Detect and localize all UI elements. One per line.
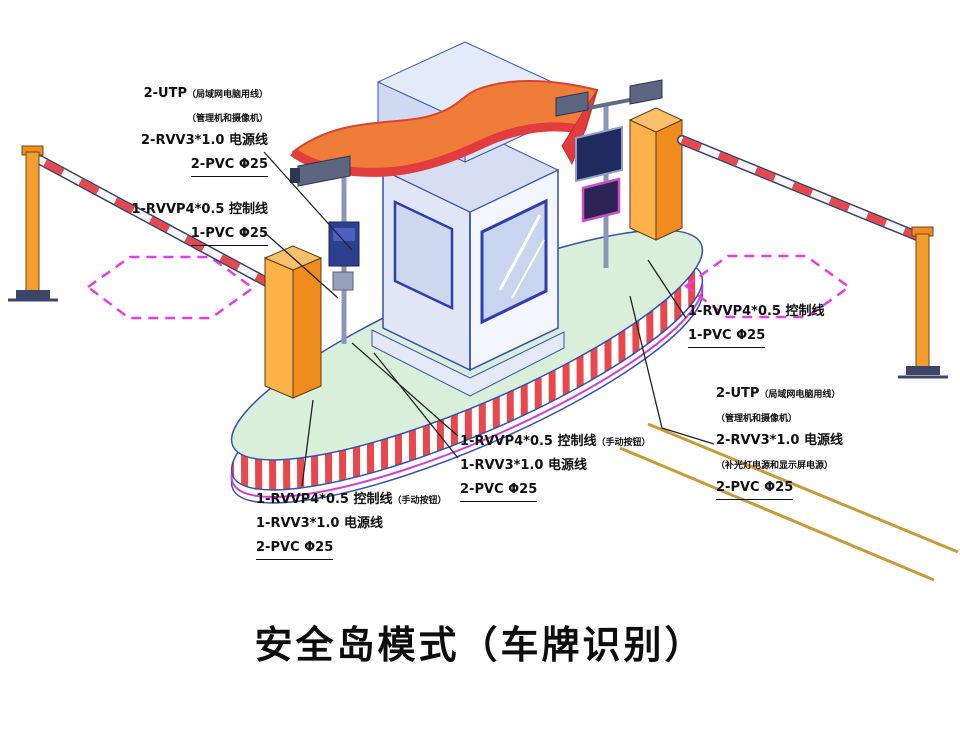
cctv-camera-right-a-icon [555, 91, 589, 117]
conduit-label: 1-PVC Φ25 [688, 327, 766, 348]
control-cable-label: 1-RVVP4*0.5 控制线 [460, 434, 597, 449]
ground-loop-left [85, 255, 256, 320]
diagram-title: 安全岛模式（车牌识别） [254, 623, 706, 667]
camera-pole-left [290, 155, 360, 344]
power-cable-label: 1-RVV3*1.0 电源线 [256, 515, 383, 531]
callout-bottom-left: 1-RVVP4*0.5 控制线（手动按钮） 1-RVV3*1.0 电源线 2-P… [256, 486, 447, 560]
cable-label: 2-UTP [716, 386, 760, 401]
power-cable-label: 2-RVV3*1.0 电源线 [716, 433, 843, 449]
cctv-camera-right-b-icon [629, 79, 663, 105]
power-cable-label: 1-RVV3*1.0 电源线 [460, 457, 587, 473]
barrier-end-post-right [898, 226, 948, 379]
barrier-arm-right [677, 135, 927, 243]
conduit-label: 2-PVC Φ25 [460, 481, 538, 502]
callout-right-mid: 1-RVVP4*0.5 控制线 1-PVC Φ25 [688, 298, 825, 348]
cable-note: （管理机和摄像机） [186, 113, 268, 124]
guard-booth [381, 127, 560, 372]
cable-note: （补光灯电源和显示屏电源） [716, 460, 834, 471]
power-cable-label: 2-RVV3*1.0 电源线 [141, 133, 268, 149]
cable-label: 2-UTP [143, 86, 187, 101]
barrier-end-post-left [8, 145, 58, 302]
conduit-label: 2-PVC Φ25 [716, 479, 794, 500]
conduit-label: 1-PVC Φ25 [190, 225, 268, 246]
barrier-gate-right [628, 107, 684, 241]
booth-window-left [393, 200, 454, 310]
parking-island-diagram [8, 41, 959, 582]
cable-note: （局域网电脑用线） [759, 390, 841, 400]
led-display [581, 177, 621, 223]
camera-pole-right [555, 79, 663, 268]
callout-left-mid: 1-RVVP4*0.5 控制线 1-PVC Φ25 [110, 196, 268, 246]
monitor-screen [575, 125, 623, 183]
cable-note: （管理机和摄像机） [716, 413, 798, 424]
control-cable-label: 1-RVVP4*0.5 控制线 [688, 304, 825, 319]
callout-right-lower: 2-UTP（局域网电脑用线） （管理机和摄像机） 2-RVV3*1.0 电源线 … [716, 380, 843, 500]
barrier-arm-left [35, 155, 279, 291]
control-cable-label: 1-RVVP4*0.5 控制线 [131, 202, 268, 217]
control-cable-label: 1-RVVP4*0.5 控制线 [256, 492, 393, 507]
road-lines [619, 422, 959, 582]
conduit-label: 2-PVC Φ25 [190, 156, 268, 177]
junction-box [332, 271, 354, 291]
barrier-gate-left [263, 245, 323, 399]
callout-top-left: 2-UTP（局域网电脑用线） （管理机和摄像机） 2-RVV3*1.0 电源线 … [60, 80, 268, 177]
ground-loop-right [683, 254, 852, 319]
cable-note: （手动按钮） [392, 496, 447, 506]
cable-note: （手动按钮） [596, 438, 651, 448]
booth-base [371, 329, 565, 397]
cable-note: （局域网电脑用线） [186, 90, 268, 100]
callout-bottom-center: 1-RVVP4*0.5 控制线（手动按钮） 1-RVV3*1.0 电源线 2-P… [460, 428, 651, 502]
conduit-label: 2-PVC Φ25 [256, 539, 334, 560]
cctv-camera-left-icon [290, 155, 351, 187]
leader-lines [263, 151, 715, 487]
